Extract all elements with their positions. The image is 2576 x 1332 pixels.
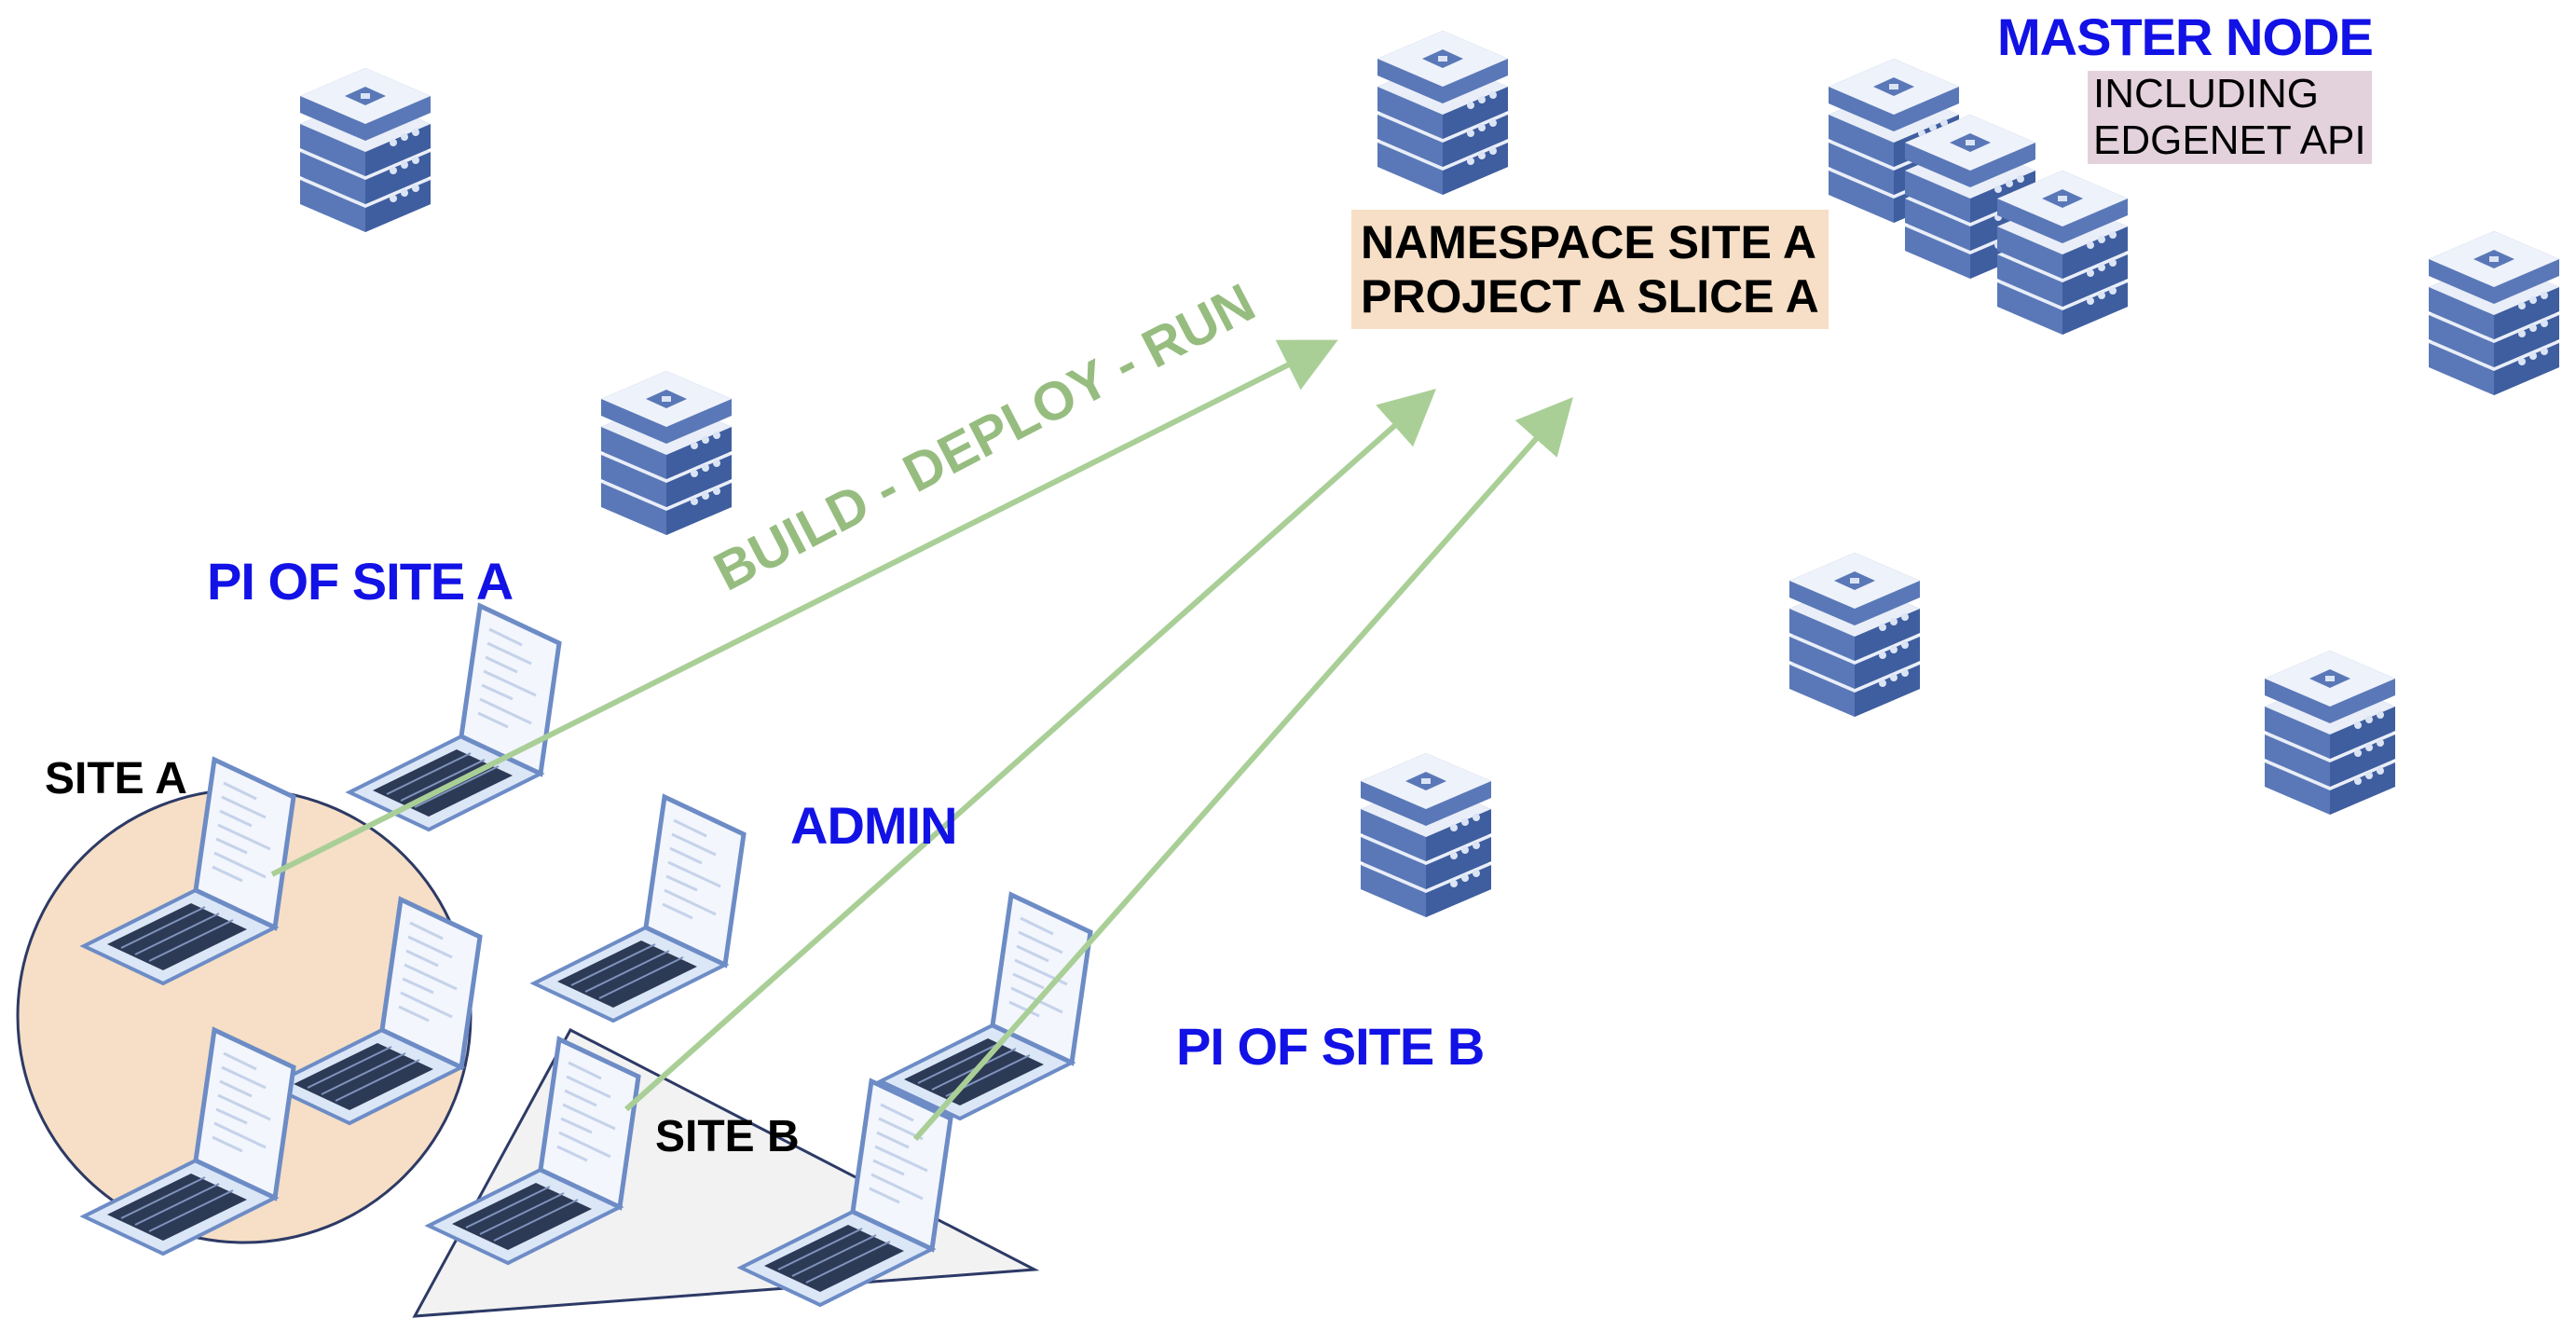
master-node-cluster [1829, 59, 2128, 335]
laptop-icon [881, 895, 1090, 1119]
arrow-admin-to-namespace [624, 389, 1436, 1112]
site-a-label: SITE A [45, 754, 187, 803]
including-text: INCLUDING [2088, 71, 2372, 117]
laptop-icon [534, 797, 744, 1021]
server-stack-icon [1361, 753, 1491, 917]
pi-site-a-label: PI OF SITE A [207, 552, 514, 611]
laptop-icon [349, 606, 559, 830]
build-deploy-run-label: BUILD - DEPLOY - RUN [705, 272, 1265, 603]
arrow-site-b-to-namespace [912, 397, 1573, 1141]
edgenet-api-box: INCLUDING EDGENET API [2088, 71, 2372, 164]
project-slice-text: PROJECT A SLICE A [1361, 270, 1819, 323]
edgenet-api-text: EDGENET API [2088, 117, 2372, 164]
server-stack-icon [1377, 31, 1508, 195]
server-stack-icon [2429, 231, 2559, 395]
server-stack-icon [2265, 651, 2395, 815]
site-b-label: SITE B [655, 1112, 800, 1161]
admin-label: ADMIN [790, 796, 958, 855]
server-stack-icon [601, 371, 732, 535]
namespace-box: NAMESPACE SITE A PROJECT A SLICE A [1351, 210, 1829, 329]
pi-site-b-label: PI OF SITE B [1176, 1017, 1485, 1076]
server-stack-icon [300, 68, 431, 232]
server-stack-icon [1789, 553, 1920, 717]
server-stack-icon [1997, 171, 2128, 335]
master-node-title: MASTER NODE [1997, 7, 2374, 66]
arrow-site-a-to-namespace [270, 339, 1338, 877]
namespace-text: NAMESPACE SITE A [1361, 216, 1816, 268]
